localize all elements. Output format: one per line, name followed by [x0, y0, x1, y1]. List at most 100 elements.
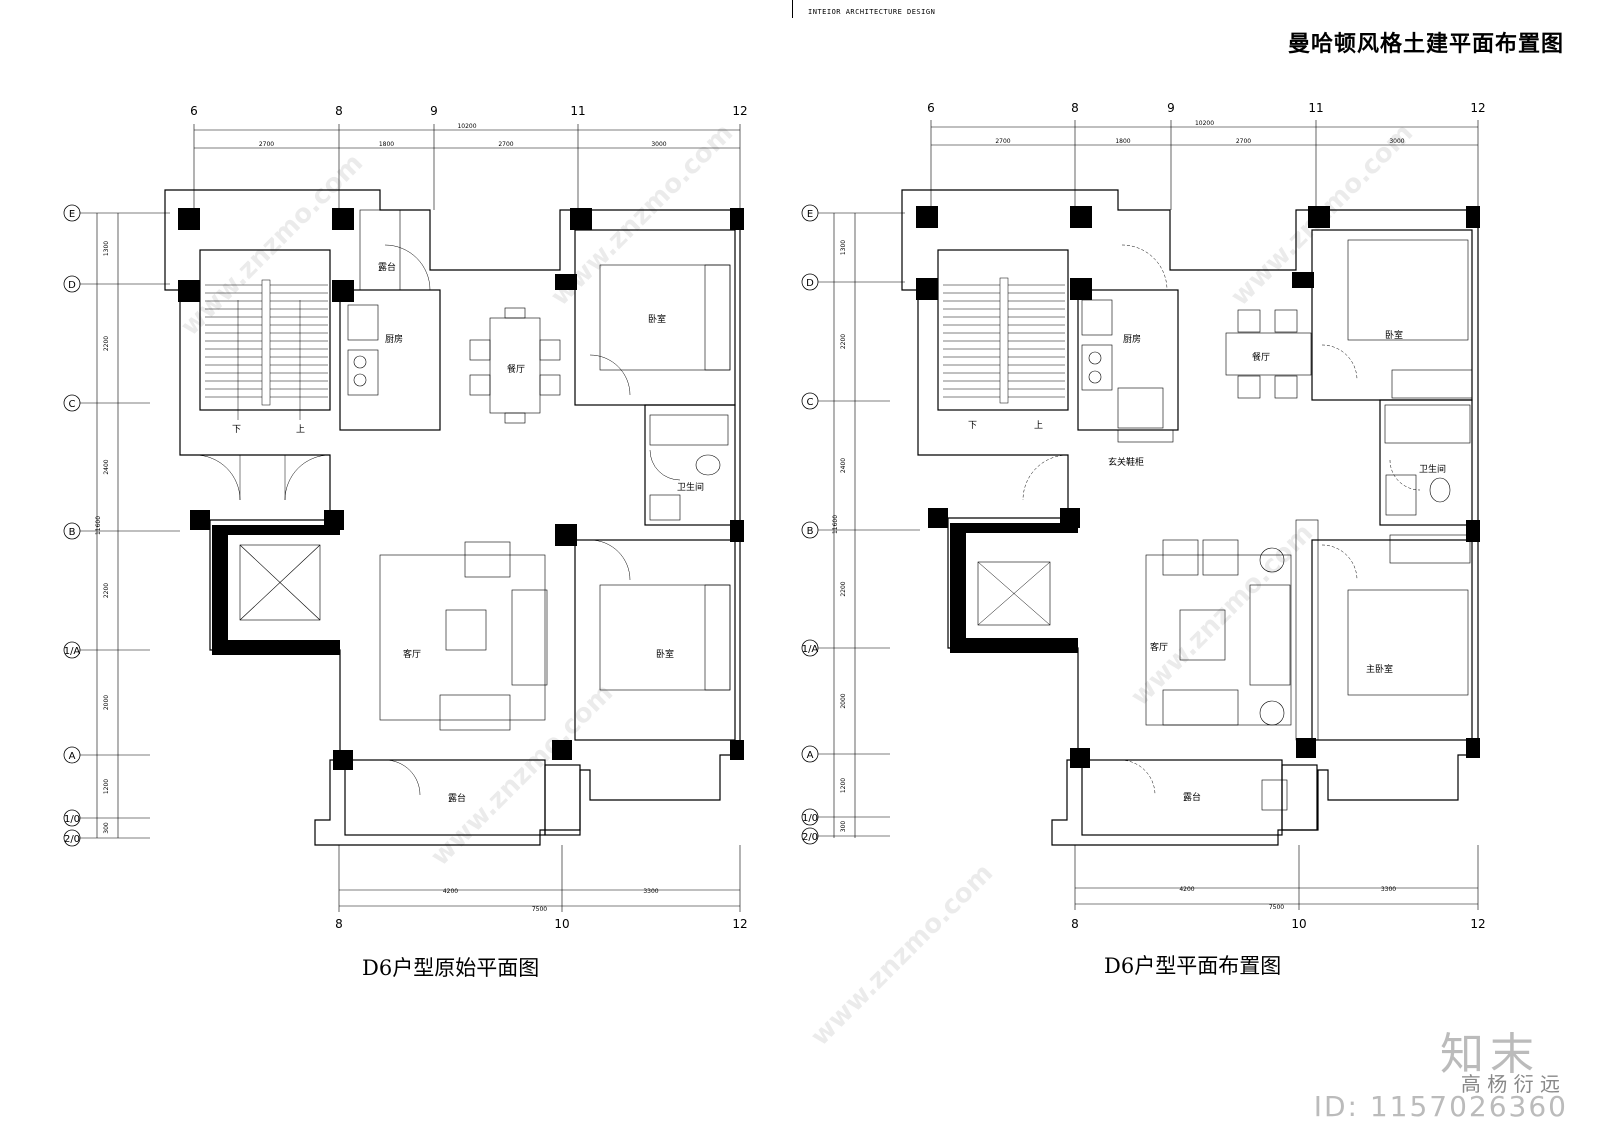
- dim-left: 2400: [840, 458, 847, 473]
- label-terrace-top: 露台: [378, 261, 396, 273]
- axis-label-left: 2/0: [64, 834, 80, 845]
- axis-bubble: [63, 275, 81, 293]
- axis-bubble: [801, 204, 819, 222]
- axis-label-top: 12: [732, 104, 747, 118]
- header-divider: [792, 0, 793, 18]
- page-title: 曼哈顿风格土建平面布置图: [1287, 31, 1564, 57]
- axis-bubble: [63, 641, 81, 659]
- caption-layout-plan: D6户型平面布置图: [1104, 954, 1282, 978]
- floor-plan-layout: 厨房 餐厅 卧室 卫生间 玄关鞋柜 客厅 主卧室 露台 下 上 6 8 9 11 12 1…: [801, 101, 1486, 931]
- axis-bubble: [801, 808, 819, 826]
- label-bedroom-1: 卧室: [648, 313, 666, 325]
- dim-bottom: 3300: [1381, 886, 1396, 893]
- axis-label-left: D: [68, 280, 76, 291]
- axis-label-left: 2/0: [802, 832, 818, 843]
- axis-label-left: E: [807, 209, 813, 220]
- axis-label-left: 1/A: [64, 646, 81, 657]
- label-bedroom-2: 卧室: [656, 648, 674, 660]
- axis-label-bottom: 8: [335, 917, 343, 931]
- axis-label-top: 11: [570, 104, 585, 118]
- caption-original-plan: D6户型原始平面图: [362, 956, 540, 980]
- dim-left: 1300: [103, 241, 110, 256]
- dim-total-left: 11600: [832, 515, 839, 534]
- header-subtitle: INTEIOR ARCHITECTURE DESIGN: [808, 8, 936, 16]
- dim-total-top: 10200: [457, 123, 476, 130]
- axis-label-left: C: [807, 397, 814, 408]
- dim-bottom: 4200: [1179, 886, 1194, 893]
- axis-bubble: [63, 746, 81, 764]
- axis-label-top: 8: [335, 104, 343, 118]
- label-shoe-cabinet: 玄关鞋柜: [1108, 456, 1144, 468]
- dim-left: 1200: [840, 778, 847, 793]
- dim-bottom: 4200: [443, 888, 458, 895]
- axis-label-left: A: [807, 750, 814, 761]
- dim-left: 2200: [840, 334, 847, 349]
- axis-bubble: [63, 809, 81, 827]
- dim-top: 2700: [1236, 138, 1251, 145]
- axis-label-top: 9: [430, 104, 438, 118]
- dim-left: 2200: [103, 583, 110, 598]
- label-living-2: 客厅: [1150, 641, 1168, 653]
- axis-label-left: 1/A: [802, 644, 819, 655]
- label-terrace-bottom: 露台: [448, 792, 466, 804]
- axis-label-bottom: 12: [732, 917, 747, 931]
- label-master-bedroom: 主卧室: [1366, 663, 1393, 675]
- brand-logo: 知末: [1440, 1029, 1540, 1080]
- label-kitchen-2: 厨房: [1123, 333, 1141, 345]
- dim-top: 2700: [498, 141, 513, 148]
- dim-left: 1200: [103, 779, 110, 794]
- axis-label-left: B: [807, 526, 814, 537]
- axis-label-bottom: 10: [1291, 917, 1306, 931]
- dim-left: 300: [103, 822, 110, 834]
- axis-label-bottom: 8: [1071, 917, 1079, 931]
- dim-left: 300: [840, 821, 847, 833]
- dim-left: 1300: [840, 240, 847, 255]
- axis-bubble: [801, 392, 819, 410]
- axis-bubble: [63, 829, 81, 847]
- axis-bubble: [801, 521, 819, 539]
- axis-label-left: C: [69, 399, 76, 410]
- axis-label-top: 6: [190, 104, 198, 118]
- axis-label-top: 9: [1167, 101, 1175, 115]
- label-dining-2: 餐厅: [1252, 351, 1270, 363]
- label-stair-up-2: 上: [1034, 420, 1043, 431]
- dim-top: 1800: [1115, 138, 1130, 145]
- axis-bubble: [63, 204, 81, 222]
- axis-bubble: [801, 827, 819, 845]
- dim-top: 3000: [1389, 138, 1404, 145]
- dim-top: 2700: [259, 141, 274, 148]
- axis-label-top: 6: [927, 101, 935, 115]
- label-stair-down-2: 下: [968, 421, 977, 431]
- axis-label-top: 11: [1308, 101, 1323, 115]
- dim-top: 1800: [379, 141, 394, 148]
- label-living: 客厅: [403, 648, 421, 660]
- label-dining: 餐厅: [507, 363, 525, 375]
- label-bathroom: 卫生间: [677, 481, 704, 493]
- axis-bubble: [63, 522, 81, 540]
- dim-left: 2000: [103, 695, 110, 710]
- axis-label-bottom: 12: [1470, 917, 1485, 931]
- axis-label-left: E: [69, 209, 75, 220]
- label-stair-up: 上: [296, 424, 305, 435]
- dim-left: 2000: [840, 693, 847, 708]
- axis-label-left: D: [806, 278, 814, 289]
- dim-top: 3000: [651, 141, 666, 148]
- axis-bubble: [801, 273, 819, 291]
- axis-label-top: 8: [1071, 101, 1079, 115]
- axis-label-left: 1/0: [802, 813, 818, 824]
- label-bathroom-2: 卫生间: [1419, 463, 1446, 475]
- dim-left: 2200: [103, 336, 110, 351]
- label-terrace-bottom-2: 露台: [1183, 791, 1201, 803]
- label-bedroom-3: 卧室: [1385, 329, 1403, 341]
- label-stair-down: 下: [232, 425, 241, 435]
- dim-total-left: 11600: [95, 516, 102, 535]
- axis-label-top: 12: [1470, 101, 1485, 115]
- axis-bubble: [63, 394, 81, 412]
- dim-left: 2200: [840, 581, 847, 596]
- dim-total-bottom: 7500: [532, 906, 547, 913]
- axis-label-bottom: 10: [554, 917, 569, 931]
- dim-top: 2700: [995, 138, 1010, 145]
- axis-label-left: A: [69, 751, 76, 762]
- axis-label-left: 1/0: [64, 814, 80, 825]
